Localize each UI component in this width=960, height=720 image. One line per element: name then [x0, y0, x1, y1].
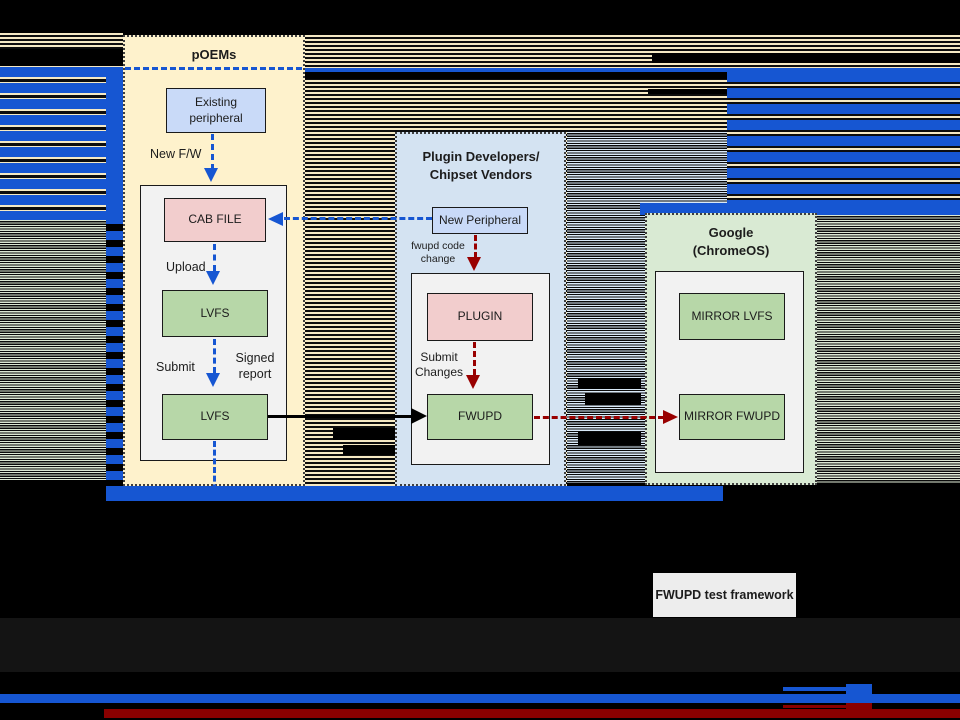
- lvfs-upper-box: LVFS: [162, 290, 268, 337]
- arrow-fwupd-to-mirror-line: [534, 416, 664, 419]
- mirror-fwupd-box: MIRROR FWUPD: [679, 394, 785, 440]
- submit-changes-label: Submit Changes: [414, 350, 464, 379]
- glitch-black-bar: [578, 432, 641, 445]
- glitch-vertical-blue-bar: [106, 67, 123, 215]
- existing-peripheral-box: Existing peripheral: [166, 88, 266, 133]
- glitch-black-bar: [585, 393, 641, 405]
- glitch-blue-band-above-google: [640, 203, 960, 215]
- arrow-cab-to-lvfs-line: [213, 244, 216, 271]
- fwupd-test-framework-label: FWUPD test framework: [655, 587, 794, 602]
- glitch-stripes-green-left: [0, 220, 106, 480]
- fwupd-test-framework-box: FWUPD test framework: [653, 573, 796, 617]
- new-peripheral-label: New Peripheral: [438, 212, 522, 227]
- arrow-lvfs-to-lvfs-line: [213, 339, 216, 373]
- cab-file-box: CAB FILE: [164, 198, 266, 242]
- cab-file-label: CAB FILE: [188, 212, 242, 227]
- glitch-blue-segment: [783, 687, 848, 691]
- glitch-black-bar: [305, 72, 727, 79]
- plugin-box: PLUGIN: [427, 293, 533, 341]
- arrow-newperiph-to-plugin-line: [474, 235, 477, 258]
- arrow-newperiph-to-plugin-head: [467, 257, 481, 271]
- glitch-red-square: [846, 703, 872, 718]
- glitch-blue-band-bottom: [0, 694, 960, 703]
- mirror-fwupd-label: MIRROR FWUPD: [684, 409, 780, 424]
- glitch-dark-band: [0, 618, 960, 672]
- submit-label: Submit: [156, 360, 195, 374]
- glitch-black-bar: [578, 378, 641, 389]
- glitch-black-bar: [343, 445, 395, 455]
- lvfs-lower-label: LVFS: [200, 409, 230, 424]
- glitch-black-bar: [652, 53, 960, 63]
- fwupd-label: FWUPD: [458, 409, 502, 424]
- glitch-black-bar: [0, 49, 123, 66]
- arrow-plugin-to-fwupd-head: [466, 375, 480, 389]
- glitch-stripes-mid-right: [567, 72, 727, 132]
- glitch-black-bar: [333, 428, 395, 440]
- glitch-blue-line: [305, 68, 960, 72]
- new-fw-label: New F/W: [150, 147, 202, 161]
- arrow-lvfs-to-fwupd-head: [411, 408, 427, 424]
- arrow-plugin-to-fwupd-line: [473, 342, 476, 375]
- lvfs-exit-line: [213, 441, 216, 499]
- arrow-lvfs-to-lvfs-head: [206, 373, 220, 387]
- mirror-lvfs-label: MIRROR LVFS: [691, 308, 773, 323]
- poems-lane-divider-line: [125, 67, 302, 70]
- panel-plugin-vendors-title: Plugin Developers/ Chipset Vendors: [422, 149, 540, 182]
- lvfs-upper-label: LVFS: [200, 305, 230, 320]
- arrow-newperiph-to-cab-line: [284, 217, 432, 220]
- mirror-lvfs-box: MIRROR LVFS: [679, 293, 785, 340]
- glitch-vertical-blue-dashes: [106, 215, 123, 486]
- glitch-stripes-green-right: [813, 215, 960, 483]
- glitch-stripes-top-mid: [305, 35, 960, 68]
- signed-report-label: Signed report: [235, 351, 275, 381]
- upload-label: Upload: [166, 260, 206, 274]
- glitch-red-segment: [783, 705, 847, 708]
- lvfs-lower-box: LVFS: [162, 394, 268, 440]
- arrow-existing-to-cab-head: [204, 168, 218, 182]
- arrow-existing-to-cab-line: [211, 134, 214, 170]
- arrow-fwupd-to-mirror-head: [663, 410, 678, 424]
- fwupd-box: FWUPD: [427, 394, 533, 440]
- arrow-cab-to-lvfs-head: [206, 271, 220, 285]
- arrow-newperiph-to-cab-head: [268, 212, 283, 226]
- panel-poems-title: pOEMs: [191, 47, 237, 62]
- new-peripheral-box: New Peripheral: [432, 207, 528, 234]
- glitch-blue-square: [846, 684, 872, 704]
- glitch-stripes-blue-right: [727, 72, 960, 203]
- glitch-blue-band-bottom-mid: [106, 486, 723, 501]
- existing-peripheral-label: Existing peripheral: [189, 94, 243, 125]
- fwupd-code-change-label: fwupd code change: [411, 240, 465, 266]
- glitch-stripes-blue-left: [0, 67, 106, 220]
- plugin-label: PLUGIN: [457, 309, 503, 324]
- arrow-lvfs-to-fwupd-line: [268, 415, 414, 418]
- glitch-red-band-bottom: [104, 709, 960, 718]
- panel-google-title: Google (ChromeOS): [692, 225, 770, 258]
